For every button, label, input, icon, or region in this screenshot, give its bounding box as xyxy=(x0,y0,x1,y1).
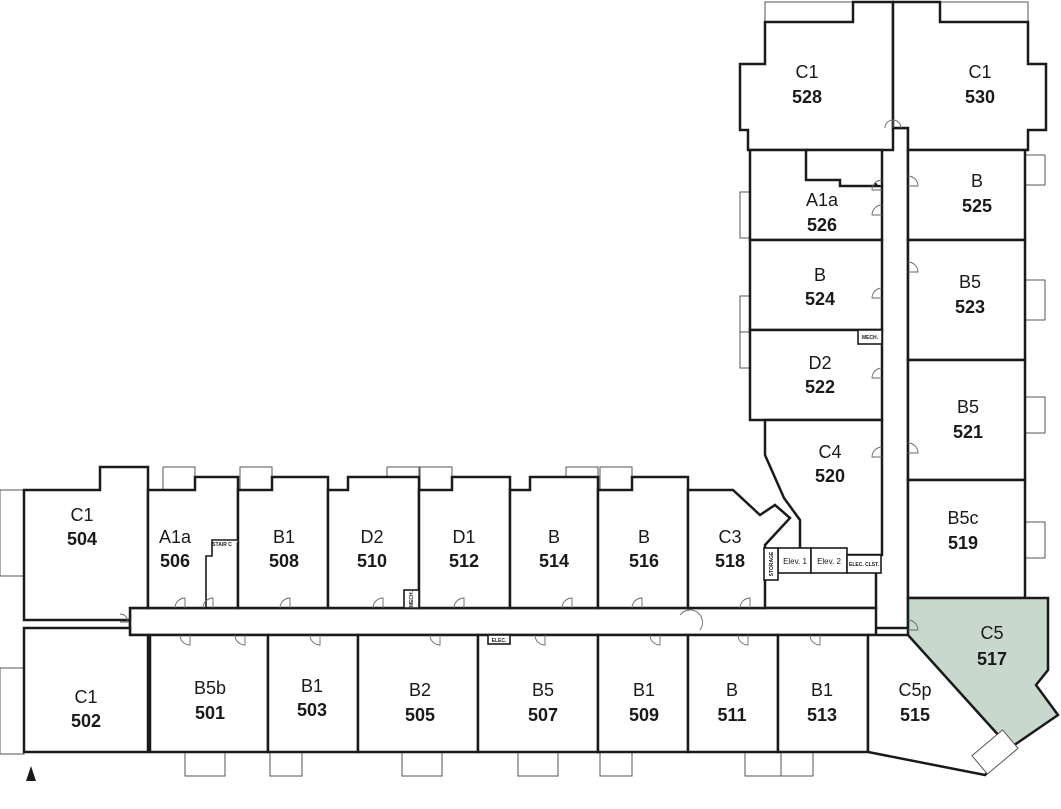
unit-number-515: 515 xyxy=(900,705,930,725)
unit-type-519: B5c xyxy=(947,508,978,528)
unit-number-517: 517 xyxy=(977,649,1007,669)
mech-upper-label: MECH. xyxy=(862,335,879,341)
unit-type-508: B1 xyxy=(273,527,295,547)
unit-type-530: C1 xyxy=(968,62,991,82)
unit-513[interactable] xyxy=(776,633,870,754)
unit-type-525: B xyxy=(971,171,983,191)
unit-type-507: B5 xyxy=(532,680,554,700)
mech-lower-label: MECH. xyxy=(409,590,415,607)
unit-type-502: C1 xyxy=(74,687,97,707)
unit-number-506: 506 xyxy=(160,551,190,571)
unit-labels: C1 528 C1 530 A1a 526 B 525 B 524 B5 523… xyxy=(67,62,1007,731)
unit-type-517: C5 xyxy=(980,623,1003,643)
unit-502[interactable] xyxy=(22,626,150,754)
unit-type-503: B1 xyxy=(301,676,323,696)
unit-number-528: 528 xyxy=(792,87,822,107)
unit-number-522: 522 xyxy=(805,377,835,397)
doors xyxy=(119,119,919,646)
unit-type-523: B5 xyxy=(959,272,981,292)
utility-rooms xyxy=(205,329,883,645)
unit-number-503: 503 xyxy=(297,700,327,720)
unit-number-520: 520 xyxy=(815,466,845,486)
unit-type-505: B2 xyxy=(409,680,431,700)
elec-closet-label: ELEC. CLST. xyxy=(849,562,880,568)
unit-number-521: 521 xyxy=(953,422,983,442)
unit-number-530: 530 xyxy=(965,87,995,107)
unit-type-521: B5 xyxy=(957,397,979,417)
unit-type-512: D1 xyxy=(452,527,475,547)
unit-type-506: A1a xyxy=(159,527,192,547)
unit-number-505: 505 xyxy=(405,705,435,725)
unit-number-507: 507 xyxy=(528,705,558,725)
unit-number-509: 509 xyxy=(629,705,659,725)
unit-520[interactable] xyxy=(763,418,884,557)
unit-number-502: 502 xyxy=(71,711,101,731)
unit-515[interactable] xyxy=(866,633,1019,777)
unit-type-509: B1 xyxy=(633,680,655,700)
unit-type-528: C1 xyxy=(795,62,818,82)
unit-508[interactable] xyxy=(236,475,330,610)
unit-number-519: 519 xyxy=(948,533,978,553)
unit-number-525: 525 xyxy=(962,196,992,216)
unit-number-508: 508 xyxy=(269,551,299,571)
stair-c-label: STAIR C xyxy=(212,542,232,548)
unit-number-518: 518 xyxy=(715,551,745,571)
unit-type-526: A1a xyxy=(806,190,839,210)
unit-type-504: C1 xyxy=(70,505,93,525)
unit-516[interactable] xyxy=(596,475,690,610)
elevator-2-label: Elev. 2 xyxy=(817,557,841,566)
unit-503[interactable] xyxy=(266,633,360,754)
unit-number-510: 510 xyxy=(357,551,387,571)
unit-number-501: 501 xyxy=(195,703,225,723)
unit-type-516: B xyxy=(638,527,650,547)
unit-528[interactable] xyxy=(738,0,895,152)
unit-number-513: 513 xyxy=(807,705,837,725)
north-arrow-icon xyxy=(26,766,36,781)
elec-label: ELEC. xyxy=(492,638,507,644)
unit-number-526: 526 xyxy=(807,215,837,235)
unit-type-511: B xyxy=(726,680,738,700)
unit-521[interactable] xyxy=(906,358,1027,482)
unit-526[interactable] xyxy=(748,148,884,242)
unit-type-524: B xyxy=(814,265,826,285)
unit-type-522: D2 xyxy=(808,353,831,373)
unit-514[interactable] xyxy=(508,475,600,610)
unit-type-514: B xyxy=(548,527,560,547)
unit-525[interactable] xyxy=(906,148,1027,242)
unit-number-504: 504 xyxy=(67,529,97,549)
unit-524[interactable] xyxy=(748,238,884,332)
unit-510[interactable] xyxy=(326,475,421,610)
unit-522[interactable] xyxy=(748,328,884,422)
unit-523[interactable] xyxy=(906,238,1027,362)
unit-511[interactable] xyxy=(686,633,780,754)
unit-519[interactable] xyxy=(906,478,1027,600)
unit-507[interactable] xyxy=(476,633,600,754)
unit-number-512: 512 xyxy=(449,551,479,571)
unit-number-523: 523 xyxy=(955,297,985,317)
elevator-1-label: Elev. 1 xyxy=(783,557,807,566)
unit-type-501: B5b xyxy=(194,678,226,698)
storage-label: STORAGE xyxy=(769,551,775,576)
unit-number-514: 514 xyxy=(539,551,569,571)
unit-type-515: C5p xyxy=(898,680,931,700)
unit-type-513: B1 xyxy=(811,680,833,700)
unit-type-510: D2 xyxy=(360,527,383,547)
unit-530[interactable] xyxy=(891,0,1048,152)
unit-number-516: 516 xyxy=(629,551,659,571)
unit-type-518: C3 xyxy=(718,527,741,547)
unit-type-520: C4 xyxy=(818,442,841,462)
unit-number-524: 524 xyxy=(805,289,835,309)
unit-number-511: 511 xyxy=(717,705,746,725)
utility-labels: Elev. 1 Elev. 2 ELEC. CLST. MECH. STAIR … xyxy=(212,335,879,644)
